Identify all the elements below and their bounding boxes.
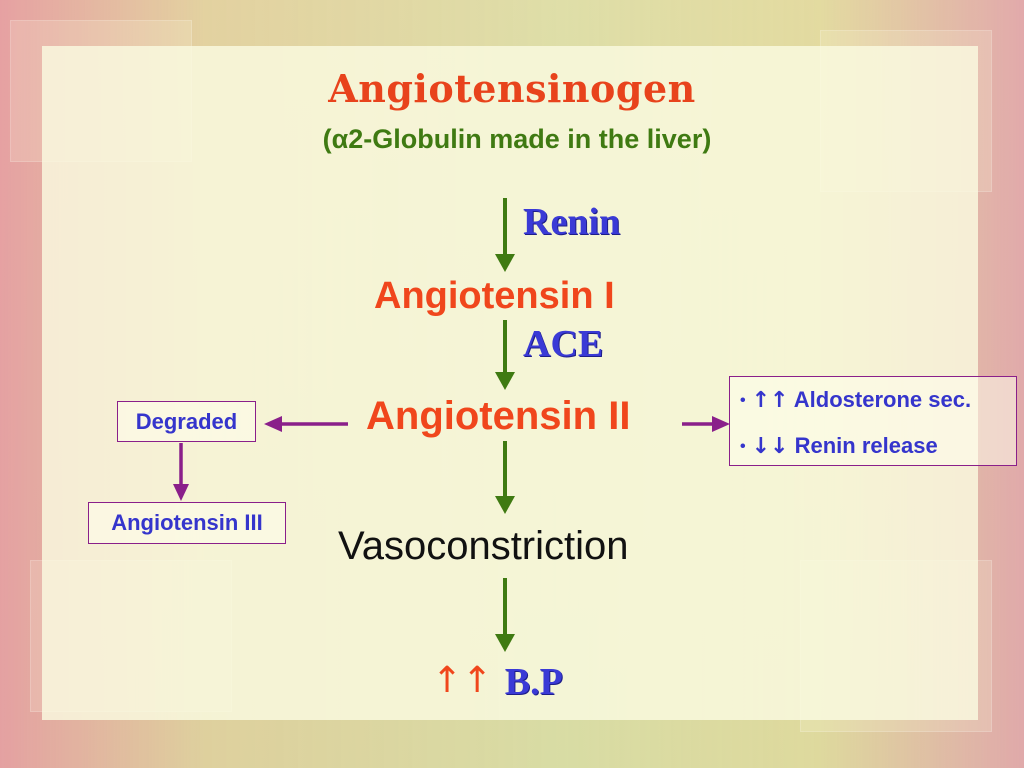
diagram-subtitle: (α2-Globulin made in the liver) [322,124,712,154]
stage-angiotensin-2: Angiotensin II [366,394,631,438]
down-arrows-icon: ↓↓ [751,434,789,459]
stage-angiotensin-1: Angiotensin I [374,275,615,317]
arrow-renin-down [495,198,515,272]
arrow-vasoconstriction-down [495,441,515,514]
enzyme-ace: ACE [523,323,604,365]
arrow-degraded-to-angiotensin-3 [173,443,189,501]
effect-text: Renin release [794,433,938,458]
effect-text: Aldosterone sec. [793,387,972,412]
bp-label: B.P [504,661,563,703]
stage-vasoconstriction: Vasoconstriction [338,524,629,568]
diagram-title: Angiotensinogen [328,66,696,111]
up-arrows-icon: ↑↑ [751,388,789,413]
effect-item-renin-release: •↓↓ Renin release [740,433,938,459]
arrow-to-degraded [264,416,348,432]
angiotensin-3-box: Angiotensin III [88,502,286,544]
arrow-to-effects [682,416,730,432]
effect-item-aldosterone: •↑↑ Aldosterone sec. [740,387,972,413]
degraded-box: Degraded [117,401,256,442]
arrow-ace-down [495,320,515,390]
arrow-bp-down [495,578,515,652]
effects-box: •↑↑ Aldosterone sec. •↓↓ Renin release [729,376,1017,466]
enzyme-renin: Renin [523,201,621,243]
stage-blood-pressure: ↑↑ B.P [432,660,563,704]
up-arrows-icon: ↑↑ [432,660,493,701]
